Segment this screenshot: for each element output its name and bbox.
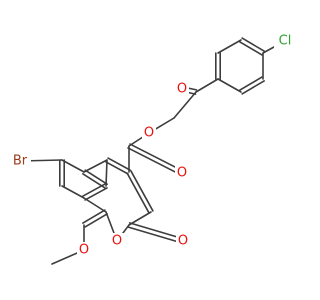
- atom-o-ring: O: [110, 233, 124, 249]
- bond-24-b: [84, 213, 108, 228]
- bond-14-b: [105, 161, 129, 175]
- bond-5: [217, 39, 242, 54]
- atom-label-o-keto: O: [177, 82, 187, 97]
- bond-12-a: [127, 147, 182, 176]
- bond-6-a: [239, 41, 263, 56]
- atom-label-cl: Cl: [279, 34, 292, 49]
- bond-19: [61, 185, 85, 199]
- atom-cl: Cl: [274, 33, 296, 49]
- bond-29-b: [128, 222, 185, 240]
- atom-label-layer: Cl O O O Br O: [9, 33, 296, 258]
- bond-16-b: [84, 169, 108, 185]
- structure-canvas: Cl O O O Br O: [9, 33, 296, 265]
- bond-23: [83, 197, 107, 213]
- atom-o-methoxy: O: [77, 242, 91, 258]
- atom-o-lactone: O: [176, 233, 190, 249]
- bond-20-a: [84, 187, 108, 201]
- atom-label-o-methoxy: O: [79, 243, 89, 258]
- bond-12-b: [129, 143, 184, 172]
- bond-27: [128, 211, 152, 226]
- bond-layer: [19, 37, 286, 265]
- bond-24-a: [82, 209, 106, 224]
- bond-14-a: [107, 157, 131, 171]
- bond-21: [105, 159, 108, 187]
- bond-15: [83, 159, 108, 173]
- atom-o-keto: O: [175, 81, 189, 97]
- molecule-diagram: Cl O O O Br O: [9, 33, 296, 265]
- bond-2-b: [241, 80, 265, 95]
- bond-2-a: [239, 76, 263, 91]
- bond-28-a: [130, 170, 154, 212]
- atom-label-o-ester: O: [144, 126, 154, 141]
- atom-label-br: Br: [13, 154, 28, 169]
- bond-20-b: [82, 183, 106, 197]
- bond-28-b: [126, 172, 150, 214]
- bond-3: [217, 78, 242, 93]
- bond-17: [61, 159, 85, 173]
- atom-label-o-lactone: O: [178, 234, 188, 249]
- atom-label-o-ring: O: [112, 234, 122, 249]
- atom-br: Br: [9, 153, 31, 169]
- atom-o-carbonyl: O: [175, 165, 189, 181]
- atom-o-ester: O: [142, 125, 156, 141]
- bond-6-b: [241, 37, 265, 52]
- atom-label-o-carbonyl: O: [177, 166, 187, 181]
- bond-9: [173, 91, 197, 119]
- bond-29-a: [127, 226, 184, 244]
- bond-7: [195, 78, 219, 93]
